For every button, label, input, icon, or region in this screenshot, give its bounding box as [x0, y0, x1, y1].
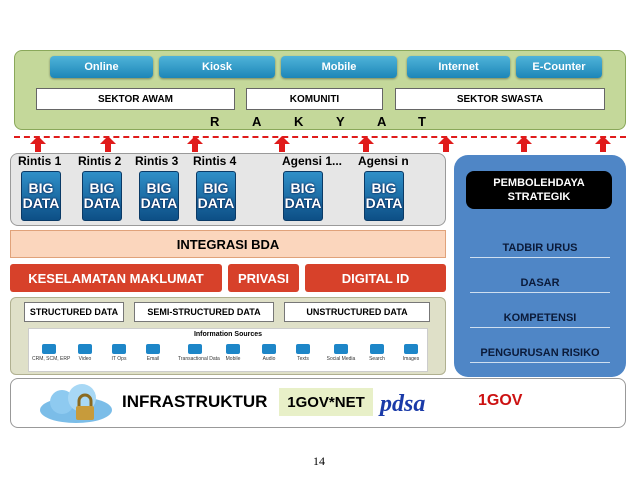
source-social-media: Social Media — [324, 344, 358, 362]
rakyat-letter: T — [418, 114, 427, 129]
source-crm: CRM, SCM, ERP — [32, 344, 70, 362]
channel-e-counter: E-Counter — [516, 56, 602, 78]
onegov-logo: 1GOV — [478, 392, 523, 409]
rakyat-letter: A — [252, 114, 263, 129]
source-it-ops: IT Ops — [102, 344, 136, 362]
page-number: 14 — [313, 454, 325, 468]
sector-private: SEKTOR SWASTA — [395, 88, 605, 110]
structured-data-box: STRUCTURED DATA — [24, 302, 124, 322]
source-search: Search — [360, 344, 394, 362]
big-data-label: Rintis 3 — [135, 154, 179, 168]
up-arrows — [30, 136, 611, 152]
gears-icon — [112, 344, 126, 354]
strategy-item: TADBIR URUS — [470, 242, 610, 258]
cloud-lock-icon — [40, 384, 112, 423]
integrasi-bda-bar: INTEGRASI BDA — [10, 230, 446, 258]
source-video: Video — [68, 344, 102, 362]
privasi-bar: PRIVASI — [228, 264, 299, 292]
people-icon — [334, 344, 348, 354]
rakyat-letter: R — [210, 114, 221, 129]
up-arrow-icon — [274, 136, 290, 152]
source-images: Images — [394, 344, 428, 362]
camera-icon — [404, 344, 418, 354]
up-arrow-icon — [516, 136, 532, 152]
rakyat-letter: A — [377, 114, 388, 129]
big-data-label: Rintis 4 — [193, 154, 237, 168]
database-icon — [42, 344, 56, 354]
speaker-icon — [262, 344, 276, 354]
digital-id-bar: DIGITAL ID — [305, 264, 446, 292]
sector-public: SEKTOR AWAM — [36, 88, 235, 110]
up-arrow-icon — [438, 136, 454, 152]
information-sources-title: Information Sources — [193, 331, 263, 338]
source-email: Email — [136, 344, 170, 362]
up-arrow-icon — [187, 136, 203, 152]
strategy-item: KOMPETENSI — [470, 312, 610, 328]
source-audio: Audio — [252, 344, 286, 362]
channel-online: Online — [50, 56, 153, 78]
big-data-label: Agensi 1... — [282, 154, 343, 168]
phone-icon — [226, 344, 240, 354]
pdsa-logo: pdsa — [380, 391, 426, 417]
keselamatan-bar: KESELAMATAN MAKLUMAT — [10, 264, 222, 292]
source-transactional: Transactional Data — [178, 344, 220, 362]
strategy-item: PENGURUSAN RISIKO — [470, 347, 610, 363]
infrastructure-panel — [10, 378, 626, 428]
source-texts: Texts — [286, 344, 320, 362]
strategy-item: DASAR — [470, 277, 610, 293]
channel-internet: Internet — [407, 56, 510, 78]
envelope-icon — [146, 344, 160, 354]
up-arrow-icon — [595, 136, 611, 152]
video-camera-icon — [78, 344, 92, 354]
chat-bubble-icon — [296, 344, 310, 354]
document-icon — [188, 344, 202, 354]
up-arrow-icon — [100, 136, 116, 152]
big-data-label: Agensi n — [358, 154, 409, 168]
big-data-label: Rintis 1 — [18, 154, 62, 168]
up-arrow-icon — [30, 136, 46, 152]
rakyat-letter: Y — [336, 114, 346, 129]
channel-kiosk: Kiosk — [159, 56, 275, 78]
unstructured-data-box: UNSTRUCTURED DATA — [284, 302, 430, 322]
onegovnet-logo: 1GOV*NET — [279, 388, 373, 416]
channel-mobile: Mobile — [281, 56, 397, 78]
search-icon — [370, 344, 384, 354]
sector-community: KOMUNITI — [246, 88, 383, 110]
rakyat-letter: K — [294, 114, 305, 129]
infrastructure-label: INFRASTRUKTUR — [122, 392, 268, 411]
up-arrow-icon — [358, 136, 374, 152]
big-data-label: Rintis 2 — [78, 154, 122, 168]
semi-structured-data-box: SEMI-STRUCTURED DATA — [134, 302, 274, 322]
dashed-divider — [14, 136, 626, 138]
source-mobile: Mobile — [216, 344, 250, 362]
